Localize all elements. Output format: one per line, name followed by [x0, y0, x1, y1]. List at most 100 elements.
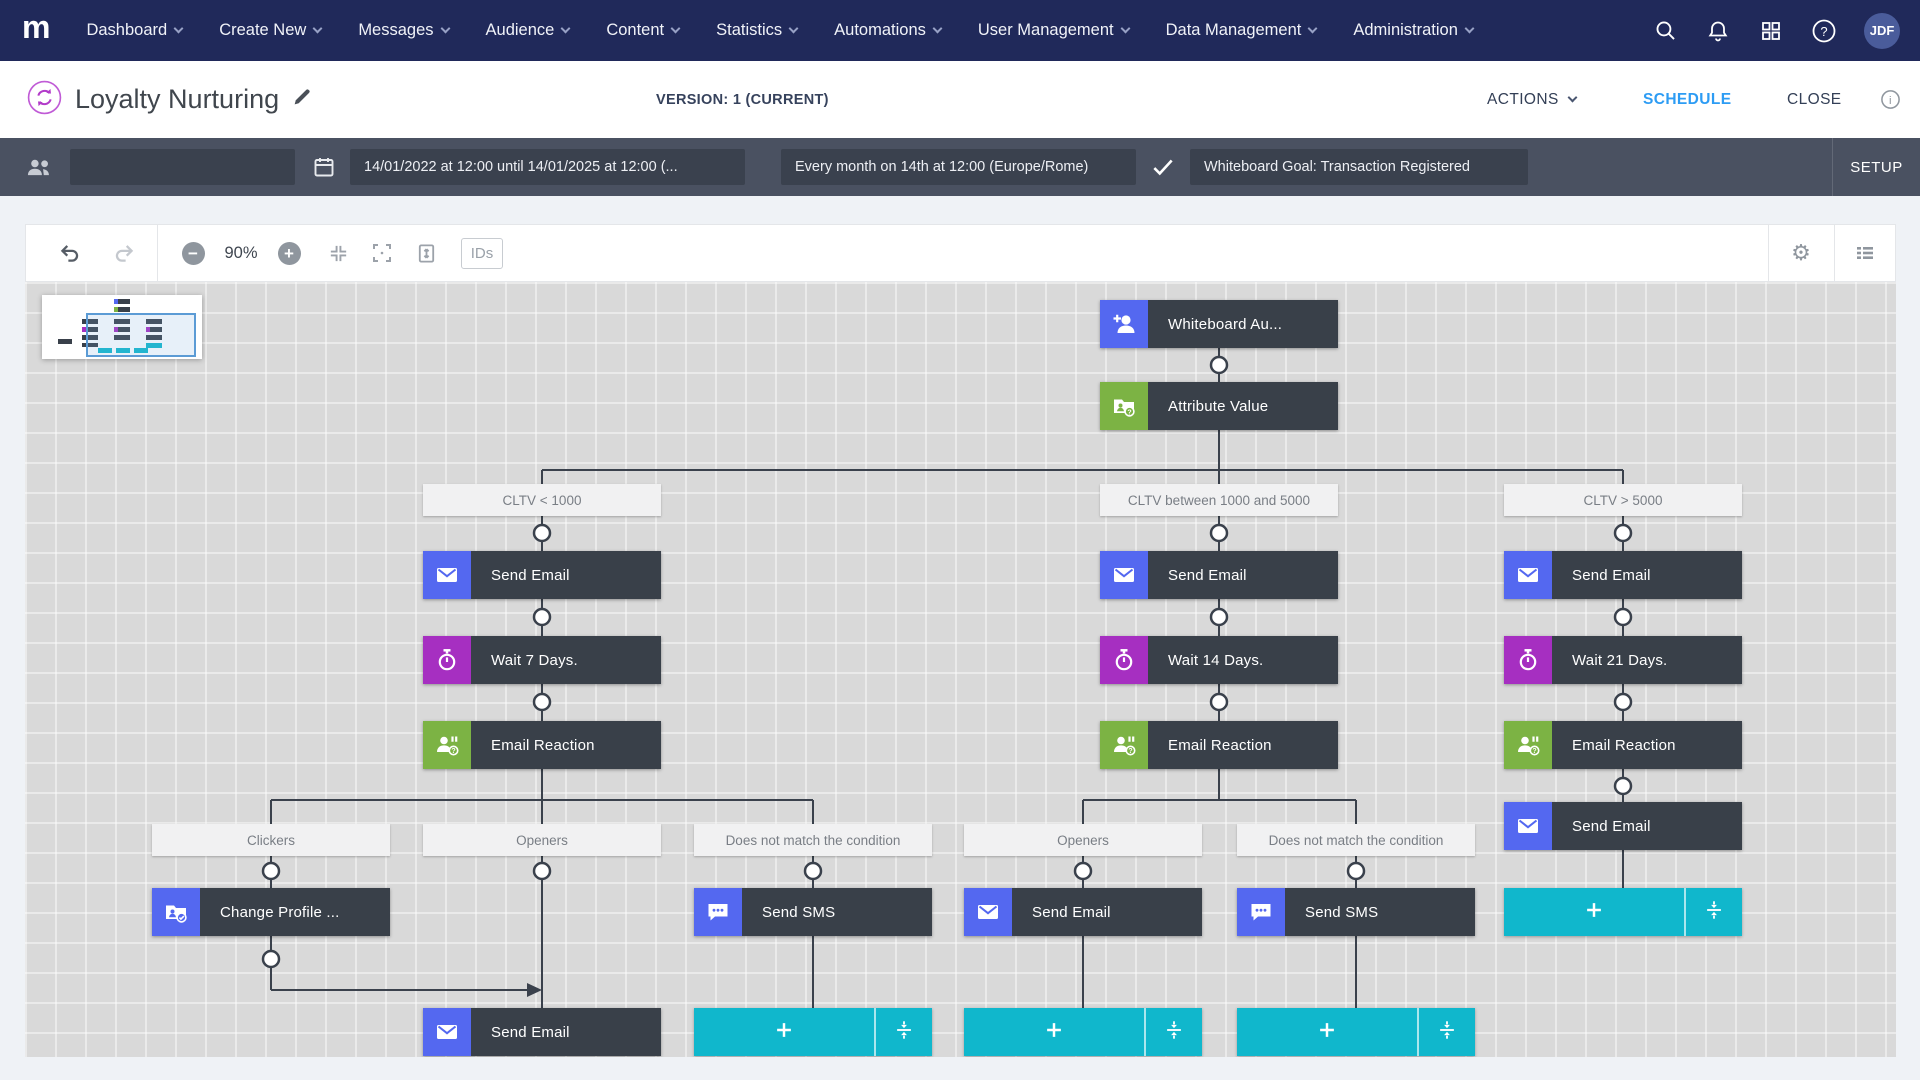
nav-menu: Dashboard Create New Messages Audience Conte… [86, 21, 1475, 40]
svg-text:?: ? [1532, 748, 1536, 755]
fit-to-screen-icon[interactable] [362, 225, 402, 281]
nav-item-label: Dashboard [86, 21, 168, 39]
chevron-down-icon [1567, 92, 1578, 103]
condition-label[interactable]: Clickers [152, 824, 390, 856]
sms-icon [694, 888, 742, 936]
workflow-node-send-sms-mid[interactable]: Send SMS [1237, 888, 1475, 936]
nav-item-statistics[interactable]: Statistics [716, 21, 799, 40]
fit-vertical-icon[interactable] [406, 225, 446, 281]
workflow-node-wait-21-days[interactable]: Wait 21 Days. [1504, 636, 1742, 684]
collapse-view-icon[interactable] [318, 225, 358, 281]
apps-grid-icon[interactable] [1758, 18, 1784, 44]
workflow-node-email-reaction-left[interactable]: ?Email Reaction [423, 721, 661, 769]
email-icon [1100, 551, 1148, 599]
timer-icon [1100, 636, 1148, 684]
nav-item-messages[interactable]: Messages [358, 21, 450, 40]
info-icon[interactable]: i [1880, 61, 1901, 138]
svg-text:?: ? [1128, 748, 1132, 755]
add-node-plus-button[interactable] [1504, 888, 1686, 936]
date-range-button[interactable]: 14/01/2022 at 12:00 until 14/01/2025 at … [350, 149, 745, 185]
nav-item-label: Data Management [1165, 21, 1302, 39]
chevron-down-icon [1307, 23, 1318, 33]
workflow-node-wait-7-days[interactable]: Wait 7 Days. [423, 636, 661, 684]
svg-text:?: ? [1127, 409, 1131, 416]
recurring-sync-icon [26, 79, 63, 121]
search-icon[interactable] [1652, 18, 1678, 44]
chevron-down-icon [1120, 23, 1131, 33]
recurrence-button[interactable]: Every month on 14th at 12:00 (Europe/Rom… [781, 149, 1136, 185]
timer-icon [1504, 636, 1552, 684]
nav-item-audience[interactable]: Audience [486, 21, 571, 40]
zoom-out-icon[interactable]: − [176, 225, 210, 281]
version-label: VERSION: 1 (CURRENT) [656, 91, 829, 108]
condition-label[interactable]: CLTV < 1000 [423, 484, 661, 516]
list-view-icon[interactable] [1834, 225, 1896, 281]
whiteboard-goal-button[interactable]: Whiteboard Goal: Transaction Registered [1190, 149, 1528, 185]
zoom-in-icon[interactable]: + [272, 225, 306, 281]
workflow-node-send-email-left[interactable]: Send Email [423, 551, 661, 599]
node-label: Send SMS [742, 888, 932, 936]
redo-icon[interactable] [98, 225, 150, 281]
nav-item-automations[interactable]: Automations [834, 21, 943, 40]
ids-toggle-button[interactable]: IDs [454, 225, 510, 281]
audience-input[interactable] [70, 149, 295, 185]
workflow-node-whiteboard-audience[interactable]: Whiteboard Au... [1100, 300, 1338, 348]
canvas-settings-gear-icon[interactable]: ⚙ [1791, 240, 1811, 265]
help-icon[interactable]: ? [1811, 18, 1837, 44]
workflow-node-send-email-right-2[interactable]: Send Email [1504, 802, 1742, 850]
nav-item-user-management[interactable]: User Management [977, 21, 1131, 40]
email-icon [964, 888, 1012, 936]
condition-label[interactable]: Does not match the condition [694, 824, 932, 856]
setup-button[interactable]: SETUP [1832, 138, 1920, 196]
workflow-node-change-profile[interactable]: Change Profile ... [152, 888, 390, 936]
undo-icon[interactable] [44, 225, 96, 281]
audience-people-icon[interactable] [25, 138, 53, 196]
condition-label[interactable]: CLTV between 1000 and 5000 [1100, 484, 1338, 516]
title-bar: Loyalty Nurturing VERSION: 1 (CURRENT) A… [0, 61, 1920, 138]
workflow-node-email-reaction-mid[interactable]: ?Email Reaction [1100, 721, 1338, 769]
workflow-node-wait-14-days[interactable]: Wait 14 Days. [1100, 636, 1338, 684]
workflow-node-email-reaction-right[interactable]: ?Email Reaction [1504, 721, 1742, 769]
merge-branch-button[interactable] [876, 1008, 932, 1056]
merge-icon [1163, 1019, 1185, 1046]
minimap[interactable] [42, 295, 202, 359]
nav-item-content[interactable]: Content [606, 21, 681, 40]
plus-icon [1316, 1019, 1338, 1046]
workflow-node-send-sms-left[interactable]: Send SMS [694, 888, 932, 936]
workflow-node-send-email-right[interactable]: Send Email [1504, 551, 1742, 599]
nav-item-administration[interactable]: Administration [1353, 21, 1475, 40]
add-node-plus-button[interactable] [694, 1008, 876, 1056]
workflow-node-send-email-mid-2[interactable]: Send Email [964, 888, 1202, 936]
nav-item-label: User Management [977, 21, 1114, 39]
node-label: Send Email [1148, 551, 1338, 599]
chevron-down-icon [560, 23, 571, 33]
merge-branch-button[interactable] [1419, 1008, 1475, 1056]
minimap-viewport[interactable] [86, 313, 196, 357]
merge-branch-button[interactable] [1146, 1008, 1202, 1056]
condition-label[interactable]: Openers [423, 824, 661, 856]
calendar-icon[interactable] [312, 138, 336, 196]
merge-branch-button[interactable] [1686, 888, 1742, 936]
chevron-down-icon [932, 23, 943, 33]
workflow-node-send-email-mid[interactable]: Send Email [1100, 551, 1338, 599]
user-avatar[interactable]: JDF [1864, 12, 1900, 49]
add-node-plus-button[interactable] [1237, 1008, 1419, 1056]
node-label: Send Email [471, 551, 661, 599]
mapp-logo[interactable]: m [22, 9, 51, 46]
workflow-canvas[interactable]: CLTV < 1000 CLTV between 1000 and 5000 CLT… [25, 282, 1896, 1057]
nav-item-data-management[interactable]: Data Management [1165, 21, 1318, 40]
condition-label[interactable]: Does not match the condition [1237, 824, 1475, 856]
schedule-button[interactable]: SCHEDULE [1643, 90, 1732, 108]
workflow-node-send-email-bottom[interactable]: Send Email [423, 1008, 661, 1056]
email-reaction-icon: ? [423, 721, 471, 769]
nav-item-dashboard[interactable]: Dashboard [86, 21, 184, 40]
add-node-plus-button[interactable] [964, 1008, 1146, 1056]
close-button[interactable]: CLOSE [1787, 90, 1842, 108]
nav-item-create-new[interactable]: Create New [219, 21, 323, 40]
notifications-bell-icon[interactable] [1705, 18, 1731, 44]
workflow-node-attribute-value[interactable]: ?Attribute Value [1100, 382, 1338, 430]
actions-button[interactable]: ACTIONS [1487, 61, 1578, 138]
condition-label[interactable]: CLTV > 5000 [1504, 484, 1742, 516]
condition-label[interactable]: Openers [964, 824, 1202, 856]
edit-title-pencil-icon[interactable] [291, 86, 313, 113]
